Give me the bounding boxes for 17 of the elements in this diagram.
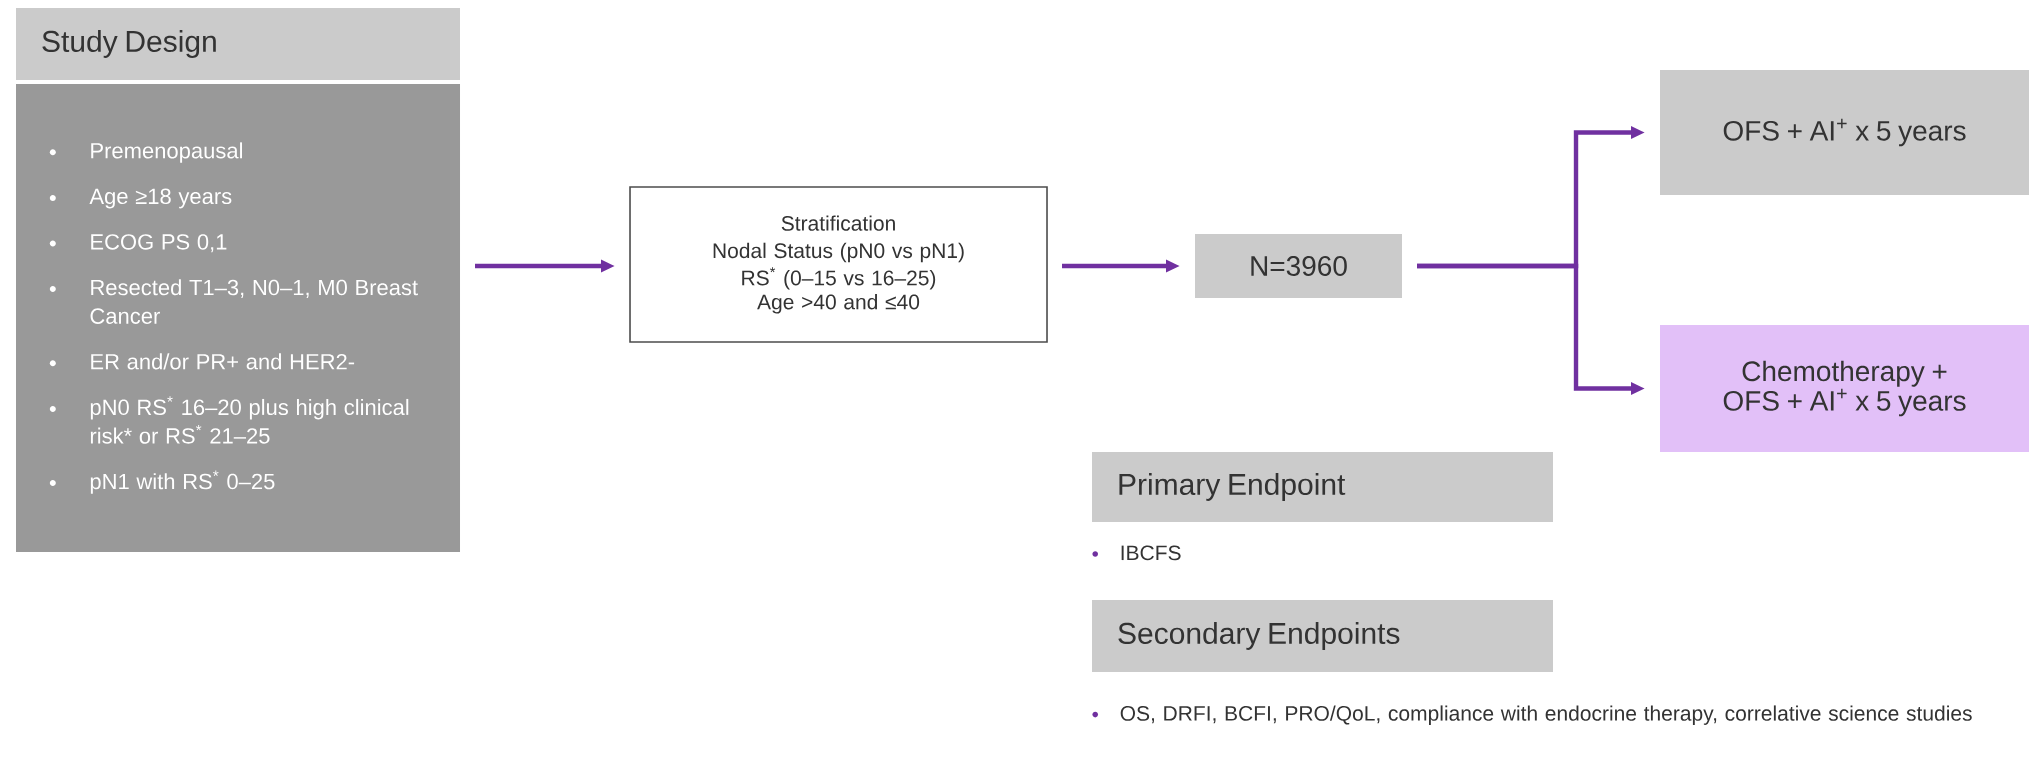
treatment-box: OFS + AI$^{+}$ x 5 years: [1660, 70, 2029, 195]
bullet-text: OS, DRFI, BCFI, PRO/QoL, compliance with endocrine therapy, correlative science studies: [1092, 705, 1972, 725]
endpoint-heading-box: Secondary Endpoints: [1092, 600, 1553, 672]
criterion-item: Resected T1–3, N0–1, M0 Breast Cancer: [49, 279, 418, 324]
stratification-box: Stratification Nodal Status (pN0 vs pN1) RS$^{*}$ (0–15 vs 16–25) Age >40 and ≤40: [629, 186, 1048, 343]
sample-size-box: N=3960: [1195, 234, 1402, 298]
endpoint-heading-box: Primary Endpoint: [1092, 452, 1553, 522]
criterion-item: pN1 with RS$^{*}$ 0–25: [49, 470, 275, 494]
bullet-text: IBCFS: [1092, 545, 1181, 561]
criterion-item: Age ≥18 years: [49, 188, 232, 209]
treatment-box: Chemotherapy + OFS + AI$^{+}$ x 5 years: [1660, 325, 2029, 452]
criteria-box: [16, 84, 460, 552]
heading-box: Study Design: [16, 8, 460, 80]
criterion-item: pN0 RS$^{*}$ 16–20 plus high clinical risk* or RS$^{*}$ 21–25: [49, 396, 409, 444]
criterion-item: ECOG PS 0,1: [49, 234, 227, 253]
criterion-item: ER and/or PR+ and HER2-: [49, 353, 355, 370]
criterion-item: Premenopausal: [49, 142, 242, 163]
